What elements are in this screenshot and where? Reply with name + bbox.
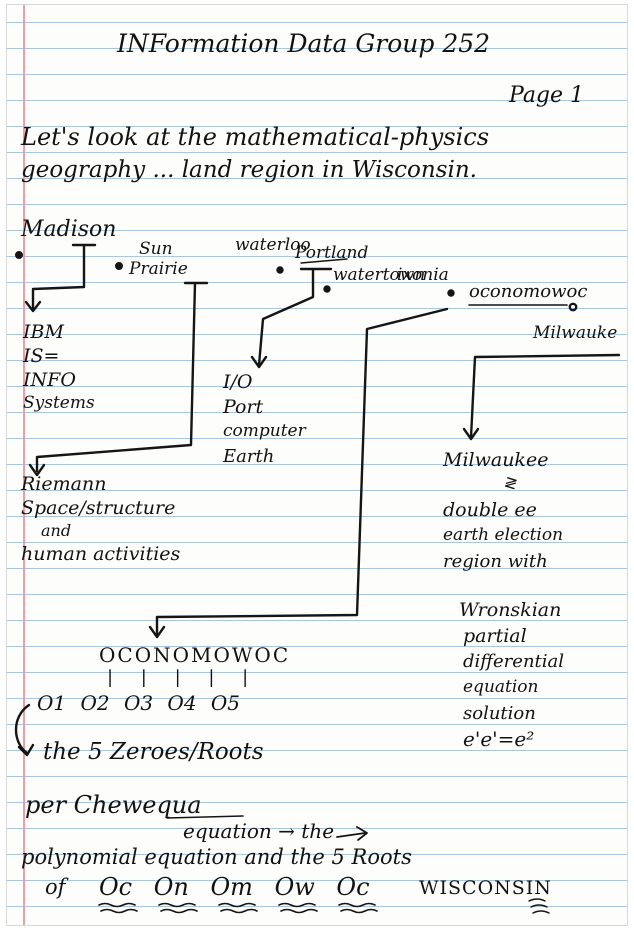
equation-arrow-line	[336, 832, 366, 838]
riemann-line-1: Riemann	[21, 473, 107, 495]
place-ixonia: ixonia	[397, 265, 449, 285]
om-squiggle	[218, 902, 258, 914]
roots-subscripts: O1 O2 O3 O4 O5	[37, 691, 241, 715]
io-line-2: Port	[223, 396, 264, 418]
sun-prairie-arrow	[28, 463, 46, 477]
footer-of: of	[45, 875, 66, 899]
madison-connector	[31, 243, 97, 311]
place-prairie: Prairie	[129, 259, 188, 279]
sun-prairie-dot	[114, 262, 123, 271]
milwaukee-note-3: double ee	[443, 499, 537, 521]
footer-root-pairs: Oc On Om Ow Oc	[99, 873, 370, 901]
place-portland: Portland	[295, 243, 369, 263]
roots-caption: the 5 Zeroes/Roots	[43, 739, 264, 765]
riemann-line-4: human activities	[21, 543, 181, 565]
io-line-3: computer	[223, 421, 306, 441]
sun-prairie-connector	[35, 281, 209, 473]
waterloo-dot	[276, 266, 284, 274]
place-sun: Sun	[139, 239, 173, 259]
wronskian-line-4: equation	[463, 677, 539, 697]
portland-connector	[257, 267, 333, 367]
ibm-line-3: INFO	[23, 369, 76, 391]
ow-squiggle	[278, 902, 318, 914]
oconomowoc-word: OCONOMOWOC	[99, 643, 291, 667]
milwaukee-note-2: ≷	[503, 473, 517, 492]
milwaukee-note-5: region with	[443, 551, 548, 572]
wronskian-line-1: Wronskian	[459, 599, 562, 621]
milwaukee-note-4: earth election	[443, 525, 564, 545]
ibm-line-2: IS=	[23, 345, 60, 367]
roots-loop	[14, 703, 31, 755]
footer-line-1: per Chewequa	[25, 791, 202, 819]
madison-dot	[14, 250, 23, 259]
on-squiggle	[158, 902, 198, 914]
ibm-line-4: Systems	[23, 393, 95, 413]
roots-ticks: | | | | |	[107, 667, 260, 688]
wronskian-line-5: solution	[463, 703, 536, 724]
wisconsin-squiggle	[528, 898, 550, 914]
oc-squiggle-1	[98, 902, 138, 914]
oconomowoc-dot	[447, 289, 455, 297]
ibm-line-1: IBM	[23, 321, 64, 343]
oconomowoc-connector	[155, 307, 449, 637]
watertown-dot	[323, 285, 331, 293]
footer-wisconsin: WISCONSIN	[419, 877, 552, 899]
wronskian-line-3: differential	[463, 651, 565, 672]
oconomowoc-arrow	[148, 625, 166, 639]
madison-arrow	[24, 300, 42, 313]
portland-arrow	[250, 355, 268, 369]
footer-line-2: equation → the	[183, 819, 335, 843]
intro-line-1: Let's look at the mathematical-physics	[21, 123, 490, 151]
connector-lines	[14, 243, 621, 914]
equation-arrowhead	[356, 826, 368, 841]
riemann-line-2: Space/structure	[21, 497, 176, 519]
place-milwaukee-top: Milwauke	[533, 323, 618, 343]
roots-loop-arrow	[17, 743, 35, 757]
page-number: Page 1	[509, 83, 585, 108]
place-madison: Madison	[21, 217, 117, 242]
milwaukee-connector	[469, 353, 621, 439]
milwaukee-note-1: Milwaukee	[443, 449, 549, 471]
riemann-line-3: and	[41, 521, 72, 540]
place-watertown: watertown	[333, 265, 426, 285]
wronskian-equation: e'e'=e²	[463, 727, 535, 751]
intro-line-2: geography ... land region in Wisconsin.	[21, 157, 477, 183]
oc-squiggle-2	[338, 902, 378, 914]
wronskian-line-2: partial	[463, 625, 527, 647]
chewequa-underline	[166, 815, 244, 819]
io-line-4: Earth	[223, 446, 275, 467]
footer-line-3: polynomial equation and the 5 Roots	[21, 845, 412, 869]
io-line-1: I/O	[223, 371, 253, 393]
milwaukee-dot	[568, 302, 578, 312]
place-oconomowoc: oconomowoc	[469, 281, 588, 302]
milwaukee-arrow	[462, 427, 480, 441]
place-waterloo: waterloo	[235, 235, 311, 255]
portland-underline	[300, 258, 348, 264]
page-title: INFormation Data Group 252	[117, 29, 491, 58]
notebook-page: INFormation Data Group 252 Page 1 Let's …	[6, 4, 628, 926]
